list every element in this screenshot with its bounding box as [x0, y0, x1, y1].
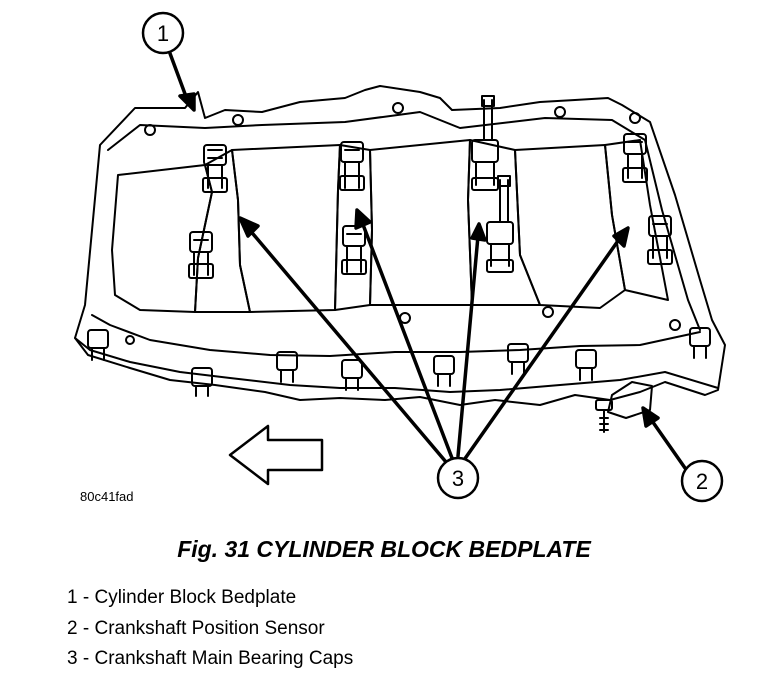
- leader-line-2: [648, 416, 687, 470]
- bolt-icon: [471, 95, 499, 191]
- bolt-icon: [188, 231, 214, 279]
- leader-line-1: [166, 46, 190, 104]
- legend-item: 2 - Crankshaft Position Sensor: [67, 614, 353, 645]
- image-code: 80c41fad: [80, 489, 134, 504]
- legend-item: 3 - Crankshaft Main Bearing Caps: [67, 644, 353, 675]
- callout-3: 3: [436, 456, 480, 500]
- bolt-icon: [507, 343, 529, 375]
- leader-line-3b: [360, 220, 454, 460]
- bolt-icon: [191, 367, 213, 397]
- callout-2: 2: [680, 459, 724, 503]
- leader-line-3a: [246, 226, 448, 464]
- bolt-icon: [87, 329, 109, 361]
- bolt-icon: [647, 215, 673, 265]
- bolt-icon: [486, 175, 514, 273]
- legend-text: Crankshaft Position Sensor: [94, 617, 325, 639]
- svg-text:1: 1: [157, 21, 169, 46]
- legend-number: 1: [67, 587, 78, 608]
- legend-separator: -: [77, 587, 95, 608]
- svg-text:2: 2: [696, 469, 708, 494]
- legend-item: 1 - Cylinder Block Bedplate: [67, 583, 353, 614]
- legend-list: 1 - Cylinder Block Bedplate 2 - Cranksha…: [67, 583, 353, 675]
- leader-line-3c: [456, 234, 480, 458]
- bolt-icon: [339, 141, 365, 191]
- legend-text: Cylinder Block Bedplate: [94, 587, 297, 608]
- figure-caption: Fig. 31 CYLINDER BLOCK BEDPLATE: [177, 536, 591, 562]
- callout-1: 1: [141, 11, 185, 55]
- bolt-icon: [575, 349, 597, 381]
- bedplate-outline: [74, 85, 726, 406]
- legend-text: Crankshaft Main Bearing Caps: [94, 648, 354, 669]
- svg-text:3: 3: [452, 466, 464, 491]
- bedplate-illustration: 1 3 2: [74, 11, 726, 503]
- bolt-icon: [622, 133, 648, 183]
- front-direction-arrow-icon: [228, 424, 324, 486]
- bolt-icon: [276, 351, 298, 383]
- legend-number: 2: [67, 617, 78, 639]
- bolt-icon: [341, 359, 363, 391]
- bolt-icon: [202, 144, 228, 193]
- legend-separator: -: [77, 617, 95, 639]
- sensor-icon: [595, 381, 653, 433]
- legend-separator: -: [77, 648, 95, 669]
- legend-number: 3: [67, 648, 78, 669]
- bolt-icon: [689, 327, 711, 359]
- bolt-icon: [341, 225, 367, 275]
- bolt-icon: [433, 355, 455, 387]
- leader-line-3d: [462, 236, 622, 462]
